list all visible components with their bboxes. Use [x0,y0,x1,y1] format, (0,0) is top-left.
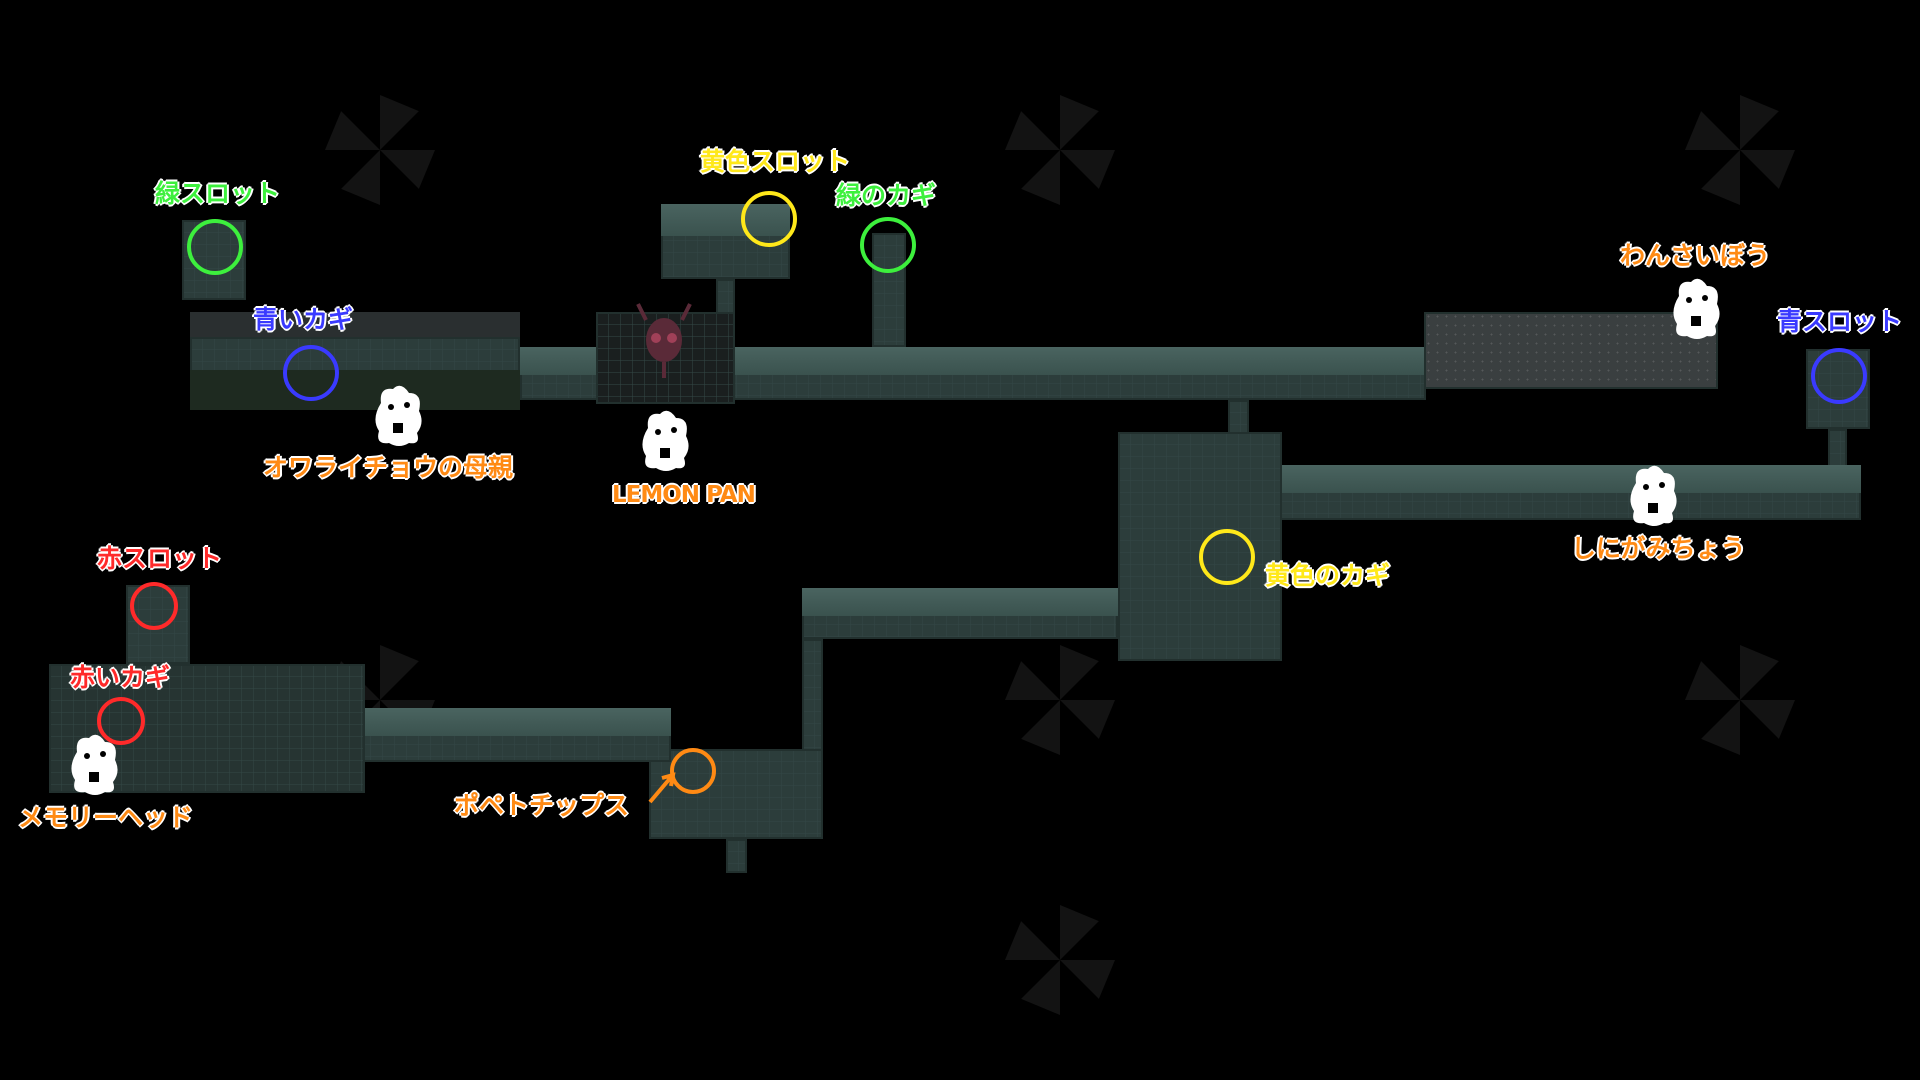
left-hall-grass [190,370,520,410]
ghost-icon [1630,465,1677,526]
shinigamichou-label: しにがみちょう [1571,534,1746,563]
right-hall-wall [1280,465,1861,493]
bottom-exit [726,839,747,873]
watermark-logo [1000,900,1120,1024]
potato-chips-marker[interactable] [670,748,716,794]
wansaibou-label: わんさいぼう [1620,241,1771,270]
blue-key-marker[interactable] [283,345,339,401]
blue-key-label: 青いカギ [253,305,354,334]
bottom-hall-wall [365,708,671,736]
middle-hall-wall [802,588,1118,616]
yellow-slot-marker[interactable] [741,191,797,247]
owaraichou-mother-label: オワライチョウの母親 [263,453,514,482]
watermark-logo [1000,90,1120,214]
green-slot-label: 緑スロット [155,179,281,208]
watermark-logo [1680,640,1800,764]
yellow-key-marker[interactable] [1199,529,1255,585]
green-slot-marker[interactable] [187,219,243,275]
red-key-label: 赤いカギ [70,663,171,692]
ghost-npc-wansaibou[interactable] [1669,276,1723,342]
watermark-logo [320,90,440,214]
watermark-logo [1680,90,1800,214]
blue-slot-connector [1828,429,1847,469]
yellow-slot-label: 黄色スロット [700,147,851,176]
center-connector [1228,400,1249,435]
red-key-marker[interactable] [97,697,145,745]
yellow-key-label: 黄色のカギ [1265,561,1391,590]
ghost-icon [1673,278,1720,339]
watermark-logo [1000,640,1120,764]
ghost-npc-shinigamichou[interactable] [1626,463,1680,529]
green-key-marker[interactable] [860,217,916,273]
right-dark-area [1424,312,1718,389]
arrow-icon [648,772,676,804]
ghost-npc-owaraichou-mother[interactable] [371,383,425,449]
lemon-pan-label: LEMON PAN [612,482,756,508]
potato-chips-label: ポペトチップス [454,791,630,820]
ghost-icon [71,734,118,795]
red-slot-label: 赤スロット [97,544,223,573]
blue-slot-label: 青スロット [1777,307,1903,336]
ghost-icon [375,385,422,446]
ghost-icon [642,410,689,471]
monster-sprite [636,303,692,378]
blue-slot-marker[interactable] [1811,348,1867,404]
green-key-label: 緑のカギ [836,181,937,210]
ghost-npc-lemon-pan[interactable] [638,408,692,474]
red-slot-marker[interactable] [130,582,178,630]
memory-head-label: メモリーヘッド [18,803,194,832]
ghost-npc-memory-head[interactable] [67,732,121,798]
